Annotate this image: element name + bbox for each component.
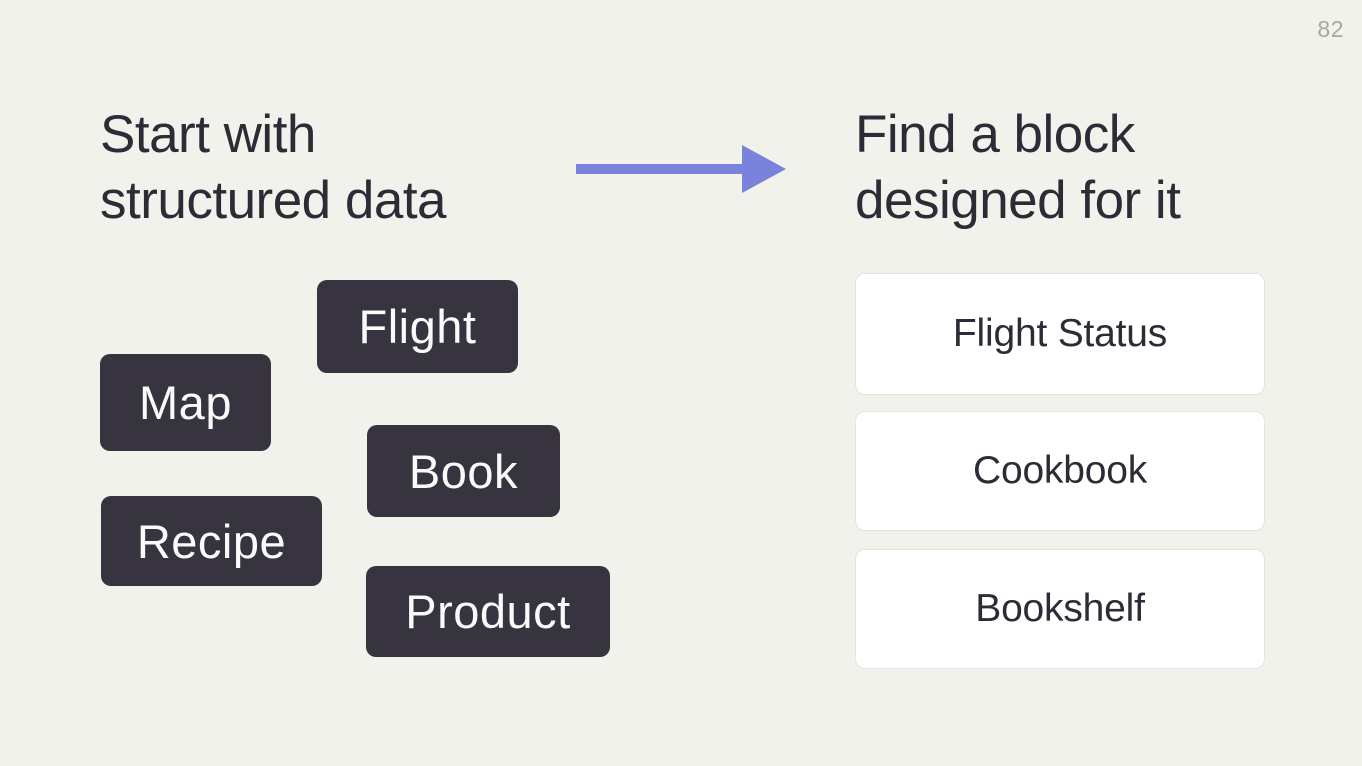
card-flight-status: Flight Status bbox=[855, 273, 1265, 395]
card-label: Bookshelf bbox=[975, 587, 1145, 630]
left-heading-line2: structured data bbox=[100, 170, 447, 230]
right-heading-line1: Find a block bbox=[855, 105, 1135, 164]
tag-label: Flight bbox=[358, 300, 477, 353]
card-cookbook: Cookbook bbox=[855, 411, 1265, 531]
tag-label: Product bbox=[405, 585, 571, 638]
arrow-right-icon bbox=[576, 145, 786, 193]
tag-recipe: Recipe bbox=[101, 496, 322, 586]
left-heading: Start with structured data bbox=[100, 102, 447, 233]
tag-label: Map bbox=[139, 376, 232, 429]
tag-product: Product bbox=[366, 566, 610, 657]
card-label: Flight Status bbox=[952, 312, 1168, 355]
tag-label: Book bbox=[408, 444, 519, 498]
tag-flight: Flight bbox=[317, 280, 518, 373]
right-heading-line2: designed for it bbox=[855, 170, 1181, 230]
tag-book: Book bbox=[367, 425, 560, 517]
card-bookshelf: Bookshelf bbox=[855, 549, 1265, 669]
left-heading-line1: Start with bbox=[100, 105, 316, 164]
page-number: 82 bbox=[1317, 16, 1344, 42]
tag-label: Recipe bbox=[136, 514, 287, 568]
tag-map: Map bbox=[100, 354, 271, 451]
right-heading: Find a block designed for it bbox=[855, 102, 1181, 233]
card-label: Cookbook bbox=[972, 449, 1147, 492]
